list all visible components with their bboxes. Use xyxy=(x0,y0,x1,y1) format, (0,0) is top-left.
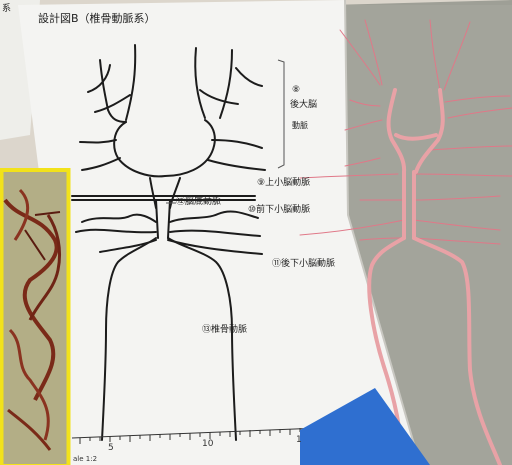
ruler-tick-10: 10 xyxy=(202,439,213,449)
inset-photo-yarn-model xyxy=(0,168,70,465)
label-posterior-inferior-cerebellar: ⑪後下小脳動脈 xyxy=(272,260,335,269)
ruler-tick-15: 1 xyxy=(296,435,302,445)
label-superior-cerebellar: ⑨上小脳動脈 xyxy=(257,179,310,188)
ruler-scale-label: ale 1:2 xyxy=(73,455,97,463)
label-pca-number: ⑧ xyxy=(292,86,300,95)
background-paper-fragment: 系 xyxy=(2,5,11,14)
label-pca-line1: 後大脳 xyxy=(290,101,317,110)
label-pca-line2: 動脈 xyxy=(292,122,308,130)
ruler-tick-5: 5 xyxy=(108,443,114,453)
label-anterior-inferior-cerebellar: ⑩前下小脳動脈 xyxy=(248,206,310,215)
diagram-title: 設計図B（椎骨動脈系） xyxy=(38,13,156,24)
label-vertebral: ⑬椎骨動脈 xyxy=(202,326,247,335)
label-basilar: ⑫脳底動脈 xyxy=(176,198,221,207)
